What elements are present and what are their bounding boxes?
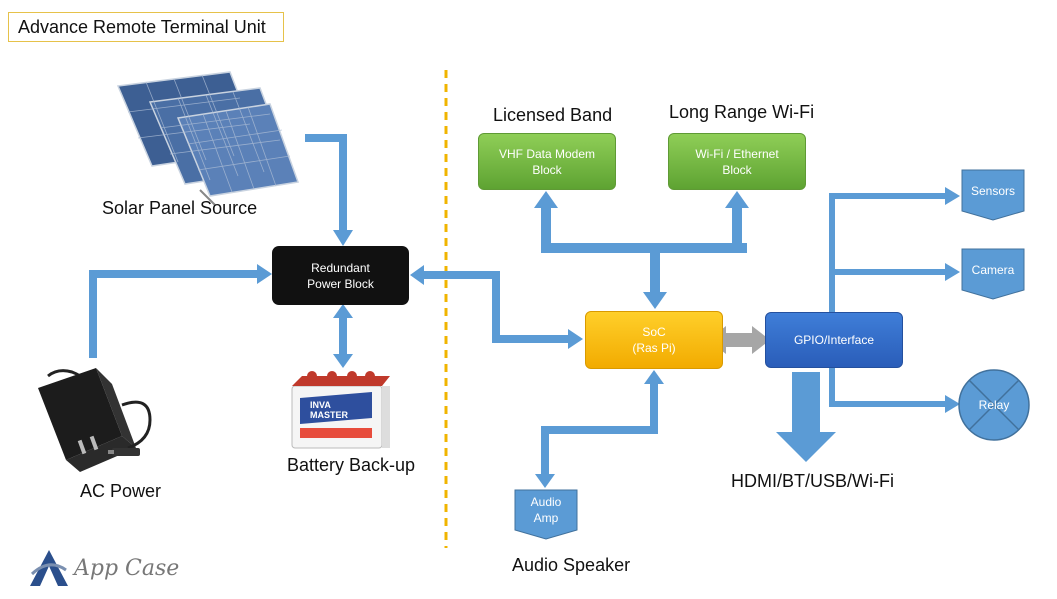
page-title: Advance Remote Terminal Unit	[8, 12, 284, 42]
gpio-interface-block: GPIO/Interface	[765, 312, 903, 368]
relay-shape	[958, 369, 1030, 441]
arrow-ac-head	[257, 264, 272, 284]
arrow-audio-v1	[650, 382, 658, 434]
soc-block: SoC (Ras Pi)	[585, 311, 723, 369]
arrow-ac-h	[89, 270, 259, 278]
camera-label: Camera	[971, 263, 1015, 277]
battery-image: INVA MASTER	[291, 371, 390, 449]
ac-power-label: AC Power	[80, 481, 162, 501]
battery-brand-line2: MASTER	[310, 410, 349, 420]
solar-panel-image	[116, 71, 300, 206]
arrow-io-v	[829, 193, 835, 407]
ac-adapter-image	[38, 368, 152, 472]
arrow-hdmi-head	[776, 432, 836, 462]
battery-label: Battery Back-up	[287, 455, 416, 475]
sensors-shape	[961, 169, 1025, 221]
arrow-audio-v2	[541, 426, 549, 476]
arrow-soc-up-v	[650, 248, 660, 294]
arrow-solar-v	[339, 134, 347, 232]
vhf-modem-block: VHF Data Modem Block	[478, 133, 616, 190]
app-case-logo: App Case	[28, 548, 179, 588]
solar-label: Solar Panel Source	[102, 198, 258, 218]
redundant-power-block: Redundant Power Block	[272, 246, 409, 305]
arrow-power-head	[410, 265, 424, 285]
arrow-hdmi-body	[792, 372, 820, 434]
arrow-soc-h	[492, 335, 570, 343]
arrow-soc-head	[568, 329, 583, 349]
audio-amp-shape	[514, 489, 578, 540]
arrow-relay-head	[945, 395, 960, 413]
arrow-solar-head	[333, 230, 353, 246]
arrow-audio-up-head	[644, 370, 664, 384]
app-case-logo-text: App Case	[74, 555, 180, 581]
licensed-band-label: Licensed Band	[493, 105, 613, 125]
app-case-logo-icon	[30, 550, 68, 586]
camera-shape	[961, 248, 1025, 300]
arrow-vhf-v	[541, 206, 551, 253]
arrow-power-h	[422, 271, 500, 279]
arrow-sensors-h	[829, 193, 947, 199]
arrow-vhf-head	[534, 191, 558, 208]
wifi-ethernet-block: Wi-Fi / Ethernet Block	[668, 133, 806, 190]
audio-speaker-label: Audio Speaker	[512, 555, 631, 575]
arrow-ac-v	[89, 270, 97, 358]
arrow-camera-h	[829, 269, 947, 275]
arrow-camera-head	[945, 263, 960, 281]
sensors-label: Sensors	[970, 184, 1016, 198]
arrow-wifi-head	[725, 191, 749, 208]
soc-gpio-arrow	[708, 326, 770, 354]
long-range-wifi-label: Long Range Wi-Fi	[669, 102, 815, 122]
arrow-audio-down-head	[535, 474, 555, 488]
arrow-audio-h	[541, 426, 658, 434]
arrow-relay-h	[829, 401, 947, 407]
arrow-wifi-v	[732, 206, 742, 253]
arrow-soc-up-head	[643, 292, 667, 309]
arrow-battery-down	[333, 354, 353, 368]
arrow-sensors-head	[945, 187, 960, 205]
arrow-battery-up	[333, 304, 353, 318]
arrow-bus-h	[541, 243, 747, 253]
arrow-power-v	[492, 271, 500, 343]
battery-brand-line1: INVA	[310, 400, 331, 410]
arrow-battery-v	[339, 316, 347, 356]
audio-amp-label: Audio Amp	[530, 495, 562, 525]
arrow-solar-h	[305, 134, 347, 142]
relay-label: Relay	[978, 398, 1010, 412]
hdmi-label: HDMI/BT/USB/Wi-Fi	[731, 471, 894, 491]
